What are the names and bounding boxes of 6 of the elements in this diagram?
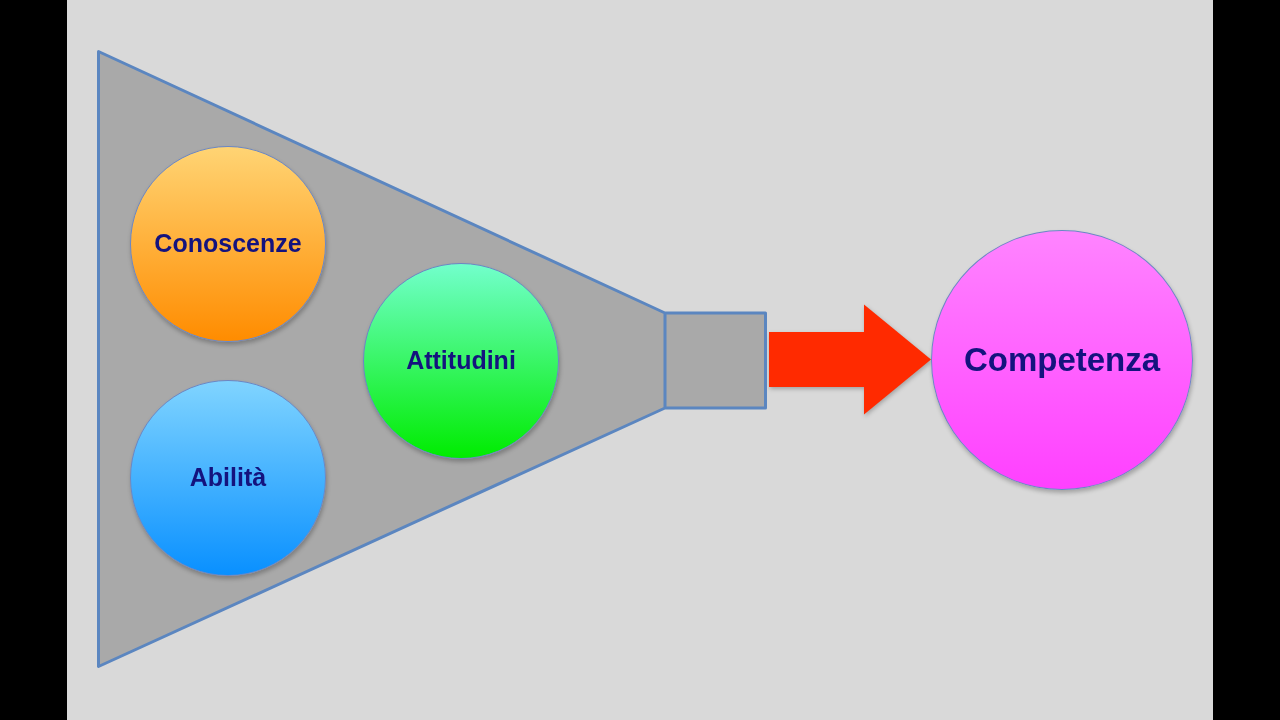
funnel-shape (97, 50, 767, 668)
node-label: Conoscenze (154, 230, 302, 258)
arrow (769, 304, 931, 415)
node-label: Attitudini (406, 347, 516, 375)
node-label: Abilità (189, 464, 267, 492)
node-label: Competenza (963, 341, 1161, 379)
